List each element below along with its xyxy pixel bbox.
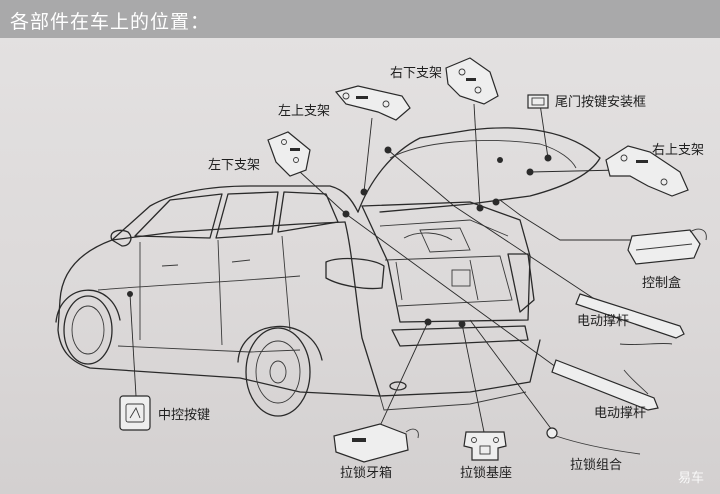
- mount-dot-tailgate: [497, 157, 503, 163]
- latch-box-part: [333, 423, 419, 463]
- electric-strut-upper-part: [575, 293, 685, 346]
- label-right-upper-bracket: 右上支架: [652, 143, 705, 158]
- latch-base-part: [463, 431, 507, 461]
- control-box-part: [627, 228, 707, 265]
- label-latch-box: 拉锁牙箱: [340, 466, 393, 481]
- label-control-box: 控制盒: [642, 276, 682, 291]
- header-bar: 各部件在车上的位置：: [0, 0, 720, 38]
- label-latch-base: 拉锁基座: [460, 466, 513, 481]
- watermark: 易车: [677, 471, 704, 486]
- page-title: 各部件在车上的位置：: [10, 11, 211, 33]
- electric-strut-lower-part: [551, 359, 659, 411]
- right-lower-bracket-part: [445, 57, 499, 105]
- label-left-lower-bracket: 左下支架: [208, 158, 261, 173]
- label-tailgate-button-frame: 尾门按键安装框: [555, 95, 647, 110]
- latch-assembly-part: [546, 427, 641, 455]
- center-control-button-part: [119, 395, 151, 431]
- label-electric-strut-upper: 电动撑杆: [577, 314, 630, 329]
- left-lower-bracket-part: [267, 131, 311, 177]
- label-right-lower-bracket: 右下支架: [390, 66, 443, 81]
- left-upper-bracket-part: [334, 85, 411, 121]
- label-electric-strut-lower: 电动撑杆: [594, 406, 647, 421]
- label-latch-assembly: 拉锁组合: [570, 458, 623, 473]
- leader-lines: [129, 103, 642, 433]
- label-left-upper-bracket: 左上支架: [278, 104, 331, 119]
- right-upper-bracket-part: [605, 145, 689, 197]
- mount-dot-right-lower-2: [492, 198, 500, 206]
- label-center-control-button: 中控按键: [158, 408, 211, 423]
- tailgate-button-frame-part: [527, 94, 549, 109]
- car-body: [55, 185, 541, 417]
- tailgate: [357, 127, 601, 323]
